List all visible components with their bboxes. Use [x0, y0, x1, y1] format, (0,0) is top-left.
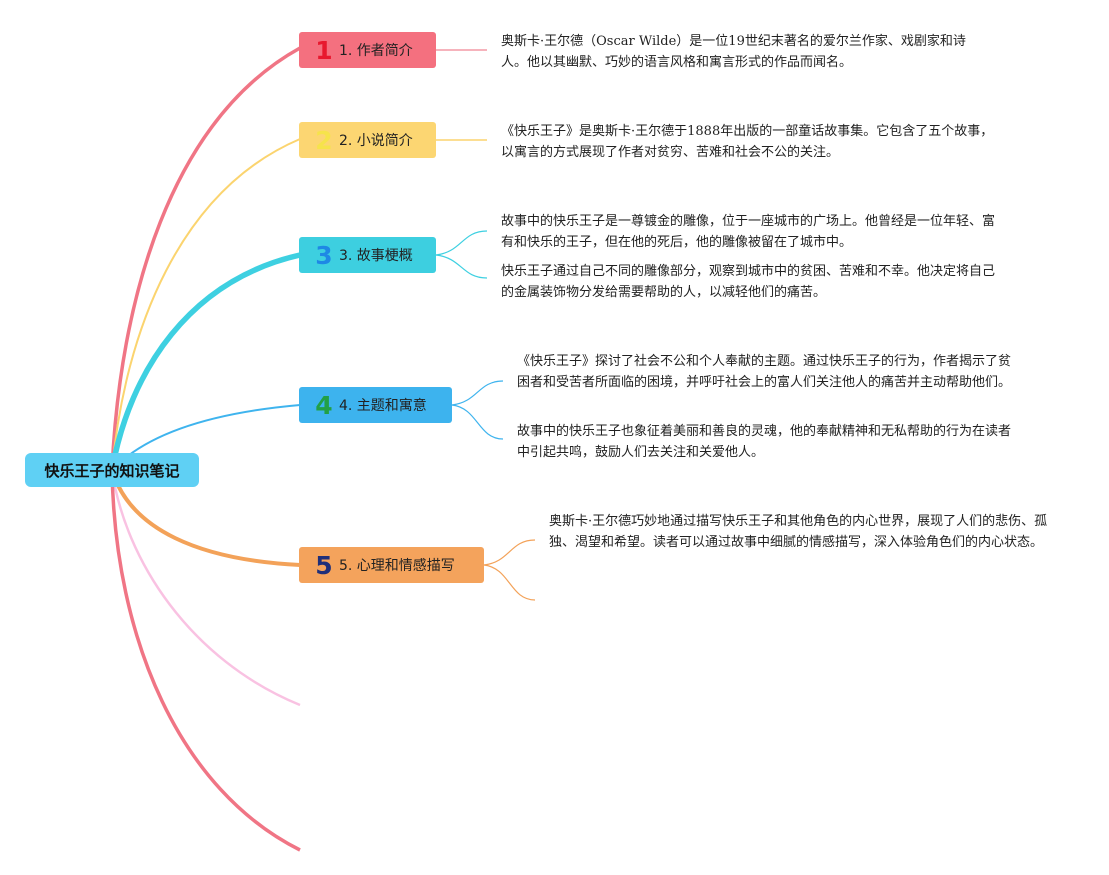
branch-2-line	[111, 138, 301, 471]
topic-4-connector-a	[451, 380, 504, 406]
note-plot-summary-1: 故事中的快乐王子是一尊镀金的雕像，位于一座城市的广场上。他曾经是一位年轻、富有和…	[501, 214, 996, 250]
topic-label: 2. 小说简介	[339, 133, 413, 149]
topic-4-connector-b	[451, 404, 504, 440]
topic-3-connector-a	[435, 230, 488, 256]
number-two-icon: 2	[315, 125, 333, 155]
topic-plot-summary[interactable]: 3 3. 故事梗概	[299, 237, 436, 273]
root-topic-label: 快乐王子的知识笔记	[44, 461, 180, 480]
branch-1-line	[110, 46, 301, 471]
topic-author-intro[interactable]: 1 1. 作者简介	[299, 32, 436, 68]
topic-5-connector-a	[483, 539, 536, 566]
topic-3-connector-b	[435, 254, 488, 279]
topic-label: 3. 故事梗概	[339, 248, 413, 264]
topic-label: 4. 主题和寓意	[339, 398, 427, 414]
branch-3-line	[109, 252, 301, 471]
topic-label: 5. 心理和情感描写	[339, 558, 455, 574]
note-author-intro: 奥斯卡·王尔德（Oscar Wilde）是一位19世纪末著名的爱尔兰作家、戏剧家…	[501, 34, 966, 70]
topic-psychology-emotion[interactable]: 5 5. 心理和情感描写	[299, 547, 484, 583]
note-psychology-emotion: 奥斯卡·王尔德巧妙地通过描写快乐王子和其他角色的内心世界，展现了人们的悲伤、孤独…	[549, 514, 1048, 550]
number-one-icon: 1	[315, 35, 333, 65]
number-four-icon: 4	[315, 390, 333, 420]
note-plot-summary-2: 快乐王子通过自己不同的雕像部分，观察到城市中的贫困、苦难和不幸。他决定将自己的金…	[501, 264, 996, 300]
branch-5-line	[110, 469, 301, 567]
topic-theme-meaning[interactable]: 4 4. 主题和寓意	[299, 387, 452, 423]
number-five-icon: 5	[315, 550, 333, 580]
topic-label: 1. 作者简介	[339, 43, 413, 59]
branch-6-line	[110, 469, 301, 707]
note-theme-meaning-2: 故事中的快乐王子也象征着美丽和善良的灵魂，他的奉献精神和无私帮助的行为在读者中引…	[517, 424, 1012, 460]
note-theme-meaning-1: 《快乐王子》探讨了社会不公和个人奉献的主题。通过快乐王子的行为，作者揭示了贫困者…	[517, 354, 1012, 390]
topic-5-connector-b	[483, 564, 536, 601]
note-novel-intro: 《快乐王子》是奥斯卡·王尔德于1888年出版的一部童话故事集。它包含了五个故事，…	[501, 124, 994, 160]
topic-novel-intro[interactable]: 2 2. 小说简介	[299, 122, 436, 158]
root-topic[interactable]: 快乐王子的知识笔记	[25, 453, 199, 487]
number-three-icon: 3	[315, 240, 333, 270]
branch-7-line	[110, 469, 301, 852]
